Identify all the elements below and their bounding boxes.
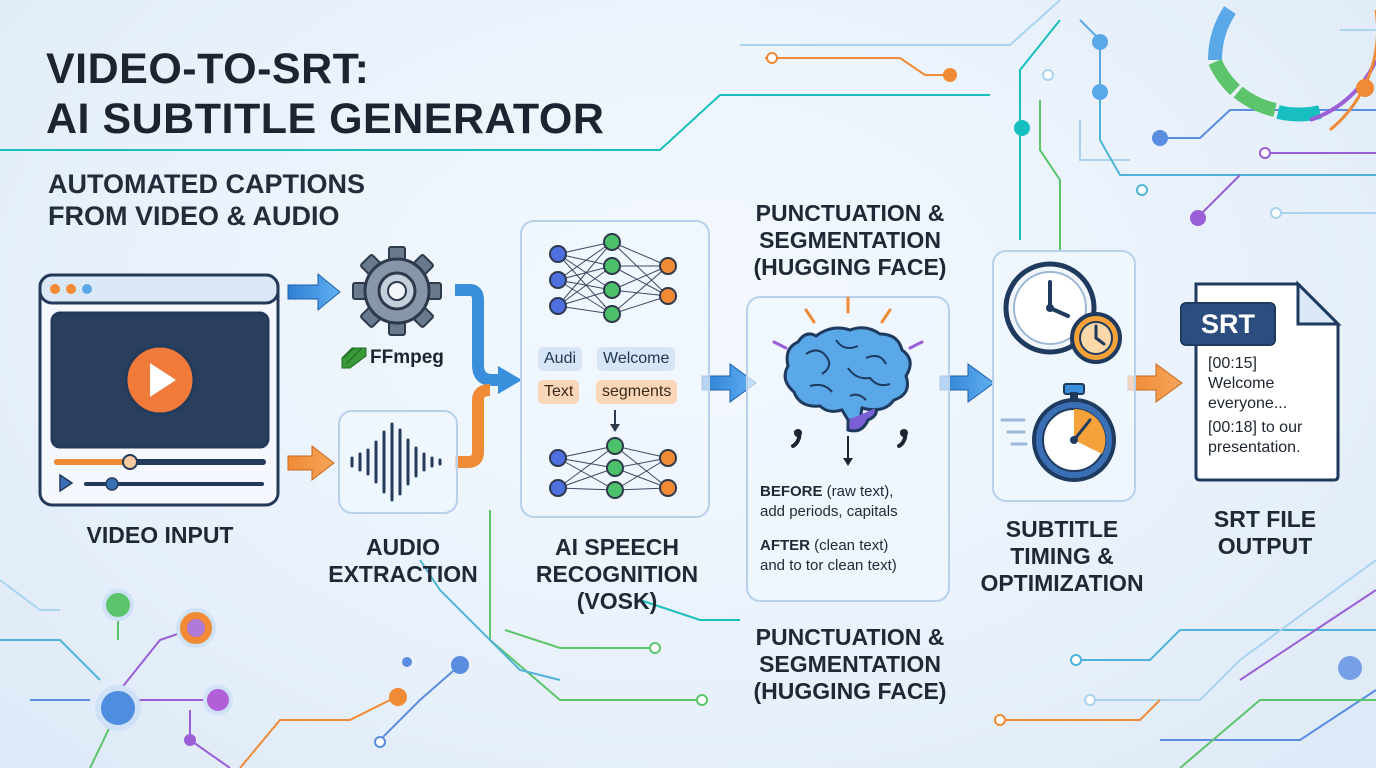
arrow-icon: [287, 272, 341, 312]
before-line-2: add periods, capitals: [760, 503, 898, 520]
srt-line-3: everyone...: [1208, 395, 1288, 412]
punct-bottom-line-1: PUNCTUATION &: [755, 624, 945, 650]
stopwatch-icon: [1000, 383, 1116, 482]
neural-network-icon: [549, 410, 677, 499]
srt-line-1: [00:15]: [1208, 355, 1257, 372]
srt-line-5: presentation.: [1208, 439, 1301, 456]
page-title: VIDEO-TO-SRT: AI SUBTITLE GENERATOR: [46, 44, 604, 144]
play-icon: [124, 344, 196, 416]
ffmpeg-logo: FFmpeg: [340, 346, 444, 370]
neural-network-icon: [549, 233, 677, 323]
srt-label-line-2: OUTPUT: [1217, 533, 1313, 559]
srt-content: [00:15] Welcome everyone... [00:18] to o…: [1208, 354, 1338, 458]
asr-label: AI SPEECH RECOGNITION (VOSK): [512, 534, 722, 615]
asr-chip-segments: segments: [596, 380, 678, 404]
asr-label-line-2: RECOGNITION: [535, 561, 699, 587]
srt-badge: SRT: [1180, 302, 1276, 346]
audio-label-line-1: AUDIO: [365, 534, 441, 560]
srt-line-4-timestamp: [00:18]: [1208, 419, 1257, 436]
subtitle-line-1: AUTOMATED CAPTIONS: [48, 169, 365, 199]
punct-top-line-1: PUNCTUATION &: [755, 200, 945, 226]
before-bold: BEFORE: [760, 483, 823, 500]
waveform-icon: [350, 422, 442, 502]
timing-label: SUBTITLE TIMING & OPTIMIZATION: [962, 516, 1162, 597]
after-text: AFTER (clean text) and to tor clean text…: [760, 536, 944, 576]
timing-label-line-3: OPTIMIZATION: [980, 570, 1144, 596]
brain-icon: [772, 296, 924, 466]
asr-chip-welcome: Welcome: [597, 347, 676, 371]
srt-label-line-1: SRT FILE: [1213, 506, 1317, 532]
ffmpeg-label: FFmpeg: [370, 347, 444, 368]
asr-label-line-3: (VOSK): [576, 588, 658, 614]
after-line-2: and to tor clean text): [760, 557, 897, 574]
title-line-2: AI SUBTITLE GENERATOR: [46, 95, 605, 143]
arrow-icon: [287, 444, 335, 482]
punct-top-line-2: SEGMENTATION: [759, 227, 941, 253]
asr-label-line-1: AI SPEECH: [555, 534, 679, 560]
timing-label-line-1: SUBTITLE: [1005, 516, 1119, 542]
srt-label: SRT FILE OUTPUT: [1180, 506, 1350, 560]
before-rest: (raw text),: [822, 483, 894, 500]
punct-bottom-line-3: (HUGGING FACE): [753, 678, 947, 704]
gear-icon: [352, 246, 442, 336]
srt-line-2: Welcome: [1208, 375, 1275, 392]
punctuation-top-label: PUNCTUATION & SEGMENTATION (HUGGING FACE…: [730, 200, 970, 281]
asr-chip-text: Text: [538, 380, 580, 404]
after-rest: (clean text): [810, 537, 889, 554]
clock-icon: [1003, 261, 1122, 364]
subtitle-line-2: FROM VIDEO & AUDIO: [48, 201, 340, 231]
timing-label-line-2: TIMING &: [1010, 543, 1114, 569]
asr-chip-audi: Audi: [538, 347, 583, 371]
audio-extraction-label: AUDIO EXTRACTION: [318, 534, 488, 588]
ffmpeg-logo-icon: [341, 347, 367, 369]
video-player-window: [38, 273, 280, 507]
after-bold: AFTER: [760, 537, 810, 554]
audio-label-line-2: EXTRACTION: [328, 561, 478, 587]
title-line-1: VIDEO-TO-SRT:: [46, 45, 370, 93]
arrow-icon: [1127, 363, 1183, 403]
audio-panel: [338, 410, 458, 514]
punctuation-bottom-label: PUNCTUATION & SEGMENTATION (HUGGING FACE…: [730, 624, 970, 705]
video-input-label: VIDEO INPUT: [86, 522, 234, 548]
punct-top-line-3: (HUGGING FACE): [753, 254, 947, 280]
before-text: BEFORE (raw text), add periods, capitals: [760, 482, 944, 522]
punct-bottom-line-2: SEGMENTATION: [759, 651, 941, 677]
srt-line-4-rest: to our: [1256, 419, 1303, 436]
page-subtitle: AUTOMATED CAPTIONS FROM VIDEO & AUDIO: [48, 168, 365, 232]
